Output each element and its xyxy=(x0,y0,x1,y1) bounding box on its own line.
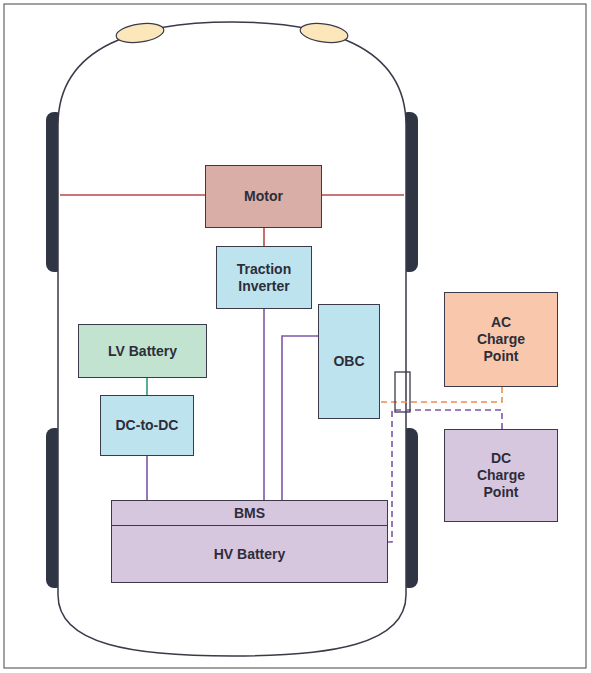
connector xyxy=(263,228,265,246)
charge-point-box: DC Charge Point xyxy=(444,429,558,522)
connector xyxy=(380,387,502,402)
charger-box: OBC xyxy=(318,304,380,419)
node-label: BMS xyxy=(234,505,265,522)
connector xyxy=(146,378,148,395)
headlight xyxy=(299,21,349,46)
battery-box: HV Battery xyxy=(111,525,388,583)
connector xyxy=(146,456,148,500)
inverter-box: Traction Inverter xyxy=(216,246,312,309)
car-body xyxy=(58,22,406,656)
figure-frame xyxy=(4,4,586,668)
motor-box: Motor xyxy=(205,165,322,228)
connector xyxy=(282,336,318,500)
node-label: AC Charge Point xyxy=(470,314,532,364)
charge-point-box: AC Charge Point xyxy=(444,292,558,387)
bms-band: BMS xyxy=(111,500,388,526)
connector xyxy=(263,309,265,500)
battery-box: LV Battery xyxy=(78,324,207,378)
converter-box: DC-to-DC xyxy=(100,395,194,456)
node-label: Traction Inverter xyxy=(222,261,306,295)
node-label: LV Battery xyxy=(108,343,177,360)
node-label: OBC xyxy=(333,353,364,370)
node-label: Motor xyxy=(244,188,283,205)
node-label: DC-to-DC xyxy=(116,417,179,434)
node-label: DC Charge Point xyxy=(470,450,532,500)
charge-port xyxy=(395,372,410,412)
headlight xyxy=(115,21,165,46)
node-label: HV Battery xyxy=(214,546,286,563)
